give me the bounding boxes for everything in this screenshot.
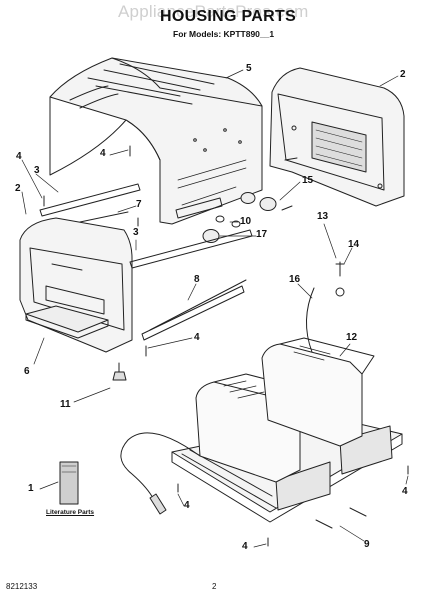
watermark: AppliancePartsPros.com (118, 2, 309, 21)
callout-rail-7: 7 (136, 199, 142, 210)
rear-panel-drawing (269, 67, 405, 207)
leader-lines (21, 69, 409, 548)
front-panel-drawing (19, 217, 133, 353)
callout-housing-cover: 5 (246, 63, 252, 74)
wire-grommet-drawing (305, 261, 345, 353)
literature-booklet-drawing (59, 461, 79, 505)
base-assembly-drawing (120, 337, 403, 523)
callout-screw-base-right: 4 (402, 486, 408, 497)
callout-front-panel: 2 (15, 183, 21, 194)
callout-13: 13 (317, 211, 329, 222)
callout-knob-15: 15 (302, 175, 314, 186)
document-number: 8212133 (6, 582, 38, 591)
model-subtitle: For Models: KPTT890__1 (173, 29, 275, 39)
callout-screw-top: 4 (100, 148, 106, 159)
callout-16: 16 (289, 274, 301, 285)
callout-knob-17: 17 (256, 229, 268, 240)
foot-drawing (112, 362, 127, 381)
control-knobs-drawing (175, 157, 298, 243)
callout-crumb-tray: 6 (24, 366, 30, 377)
callout-screw-left: 4 (16, 151, 22, 162)
callout-rear-panel: 2 (400, 69, 406, 80)
literature-parts-label: Literature Parts (46, 509, 95, 516)
callout-rail-left: 3 (34, 165, 40, 176)
crumb-tray-drawing (25, 305, 109, 339)
callout-9: 9 (364, 539, 370, 550)
page-title: HOUSING PARTS (160, 8, 297, 25)
callout-rail-3: 3 (133, 227, 139, 238)
page-number: 2 (212, 582, 217, 591)
callout-8: 8 (194, 274, 200, 285)
callout-button-10: 10 (240, 216, 252, 227)
callout-12: 12 (346, 332, 358, 343)
callout-14: 14 (348, 239, 360, 250)
callout-screw-rail: 4 (194, 332, 200, 343)
callout-screw-base-left: 4 (184, 500, 190, 511)
housing-cover-drawing (49, 57, 263, 225)
screws-drawing (43, 145, 409, 547)
callout-screw-base-bottom: 4 (242, 541, 248, 552)
callout-literature: 1 (28, 483, 34, 494)
callout-foot: 11 (60, 399, 71, 410)
